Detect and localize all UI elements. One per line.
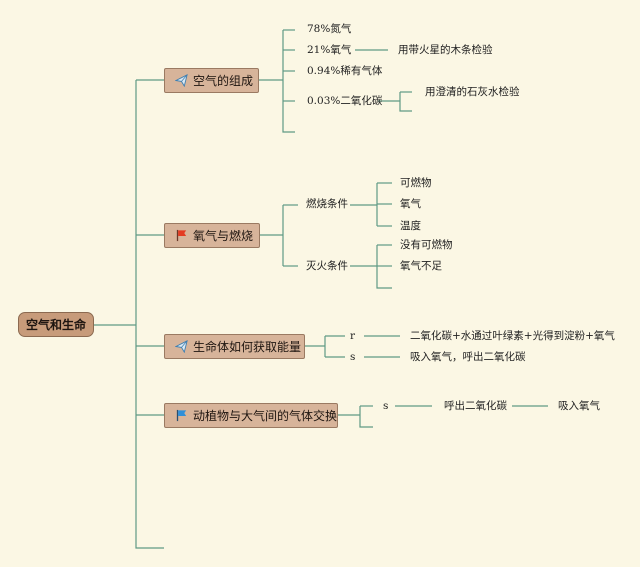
leaf-rare-gas[interactable]: 0.94%稀有气体: [307, 65, 383, 77]
leaf-no-combustible[interactable]: 没有可燃物: [400, 239, 453, 251]
leaf-co2[interactable]: 0.03%二氧化碳: [307, 95, 383, 107]
leaf-temperature[interactable]: 温度: [400, 220, 421, 232]
leaf-exhale-co2[interactable]: 呼出二氧化碳: [444, 400, 507, 412]
topic-air-composition[interactable]: 空气的组成: [164, 68, 259, 93]
leaf-s-mark[interactable]: s: [383, 400, 389, 412]
leaf-r-mark[interactable]: r: [350, 330, 356, 342]
topic-gas-exchange[interactable]: 动植物与大气间的气体交换: [164, 403, 338, 428]
leaf-co2-test[interactable]: 用澄清的石灰水检验: [425, 86, 520, 98]
root-node[interactable]: 空气和生命: [18, 312, 94, 337]
leaf-oxygen-test[interactable]: 用带火星的木条检验: [398, 44, 493, 56]
topic-energy[interactable]: 生命体如何获取能量: [164, 334, 305, 359]
paper-plane-icon: [175, 74, 188, 87]
leaf-respiration[interactable]: 吸入氧气，呼出二氧化碳: [410, 351, 526, 363]
leaf-burn-conditions[interactable]: 燃烧条件: [306, 198, 348, 210]
topic-label: 空气的组成: [193, 74, 254, 88]
leaf-burn-oxygen[interactable]: 氧气: [400, 198, 421, 210]
topic-label: 生命体如何获取能量: [193, 340, 302, 354]
leaf-nitrogen[interactable]: 78%氮气: [307, 23, 352, 35]
blue-flag-icon: [176, 409, 187, 422]
leaf-oxygen[interactable]: 21%氧气: [307, 44, 352, 56]
topic-label: 动植物与大气间的气体交换: [193, 409, 338, 423]
leaf-s-mark[interactable]: s: [350, 351, 356, 363]
red-flag-icon: [176, 229, 187, 242]
leaf-inhale-oxygen[interactable]: 吸入氧气: [558, 400, 600, 412]
topic-oxygen-combustion[interactable]: 氧气与燃烧: [164, 223, 260, 248]
leaf-oxygen-insufficient[interactable]: 氧气不足: [400, 260, 442, 272]
leaf-photosynthesis[interactable]: 二氧化碳+水通过叶绿素+光得到淀粉+氧气: [410, 330, 615, 342]
leaf-combustible[interactable]: 可燃物: [400, 177, 432, 189]
leaf-extinguish-conditions[interactable]: 灭火条件: [306, 260, 348, 272]
paper-plane-icon: [175, 340, 188, 353]
topic-label: 氧气与燃烧: [193, 229, 254, 243]
